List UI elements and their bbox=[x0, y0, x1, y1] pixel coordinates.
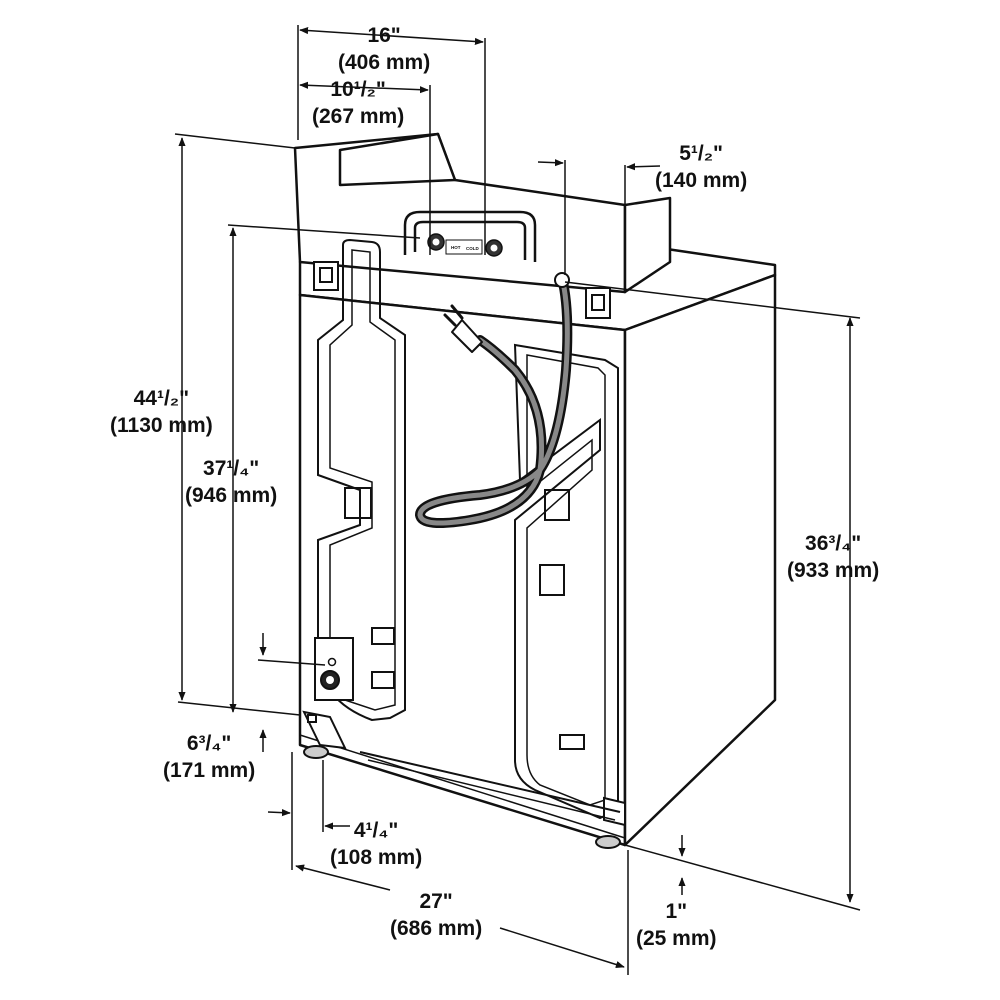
leveling-legs bbox=[302, 710, 626, 849]
power-cord bbox=[415, 272, 573, 529]
dimension-label-cord-offset: 5¹/₂" (140 mm) bbox=[655, 142, 748, 192]
drain-connection bbox=[314, 637, 354, 701]
dimension-label-cabinet-height: 36³/₄" (933 mm) bbox=[787, 532, 880, 582]
water-inlet-valves: HOT COLD bbox=[427, 233, 503, 257]
dimension-label-total-height: 44¹/₂" (1130 mm) bbox=[110, 387, 213, 437]
hot-label: HOT bbox=[451, 245, 461, 250]
hinge-brackets bbox=[313, 261, 611, 319]
dimension-label-depth: 27" (686 mm) bbox=[390, 890, 483, 940]
dimension-lines bbox=[174, 25, 861, 975]
dimension-label-drain-height: 6³/₄" (171 mm) bbox=[163, 732, 256, 782]
dimension-label-leg-height: 1" (25 mm) bbox=[636, 900, 717, 950]
cold-label: COLD bbox=[466, 246, 479, 251]
dimension-label-drain-offset: 4¹/₄" (108 mm) bbox=[330, 819, 423, 869]
dimension-label-console-offset: 10¹/₂" (267 mm) bbox=[312, 78, 405, 128]
dimension-label-lid-height: 37¹/₄" (946 mm) bbox=[185, 457, 278, 507]
dimension-label-width-top: 16" (406 mm) bbox=[338, 24, 431, 74]
hose-bracket bbox=[403, 210, 537, 262]
